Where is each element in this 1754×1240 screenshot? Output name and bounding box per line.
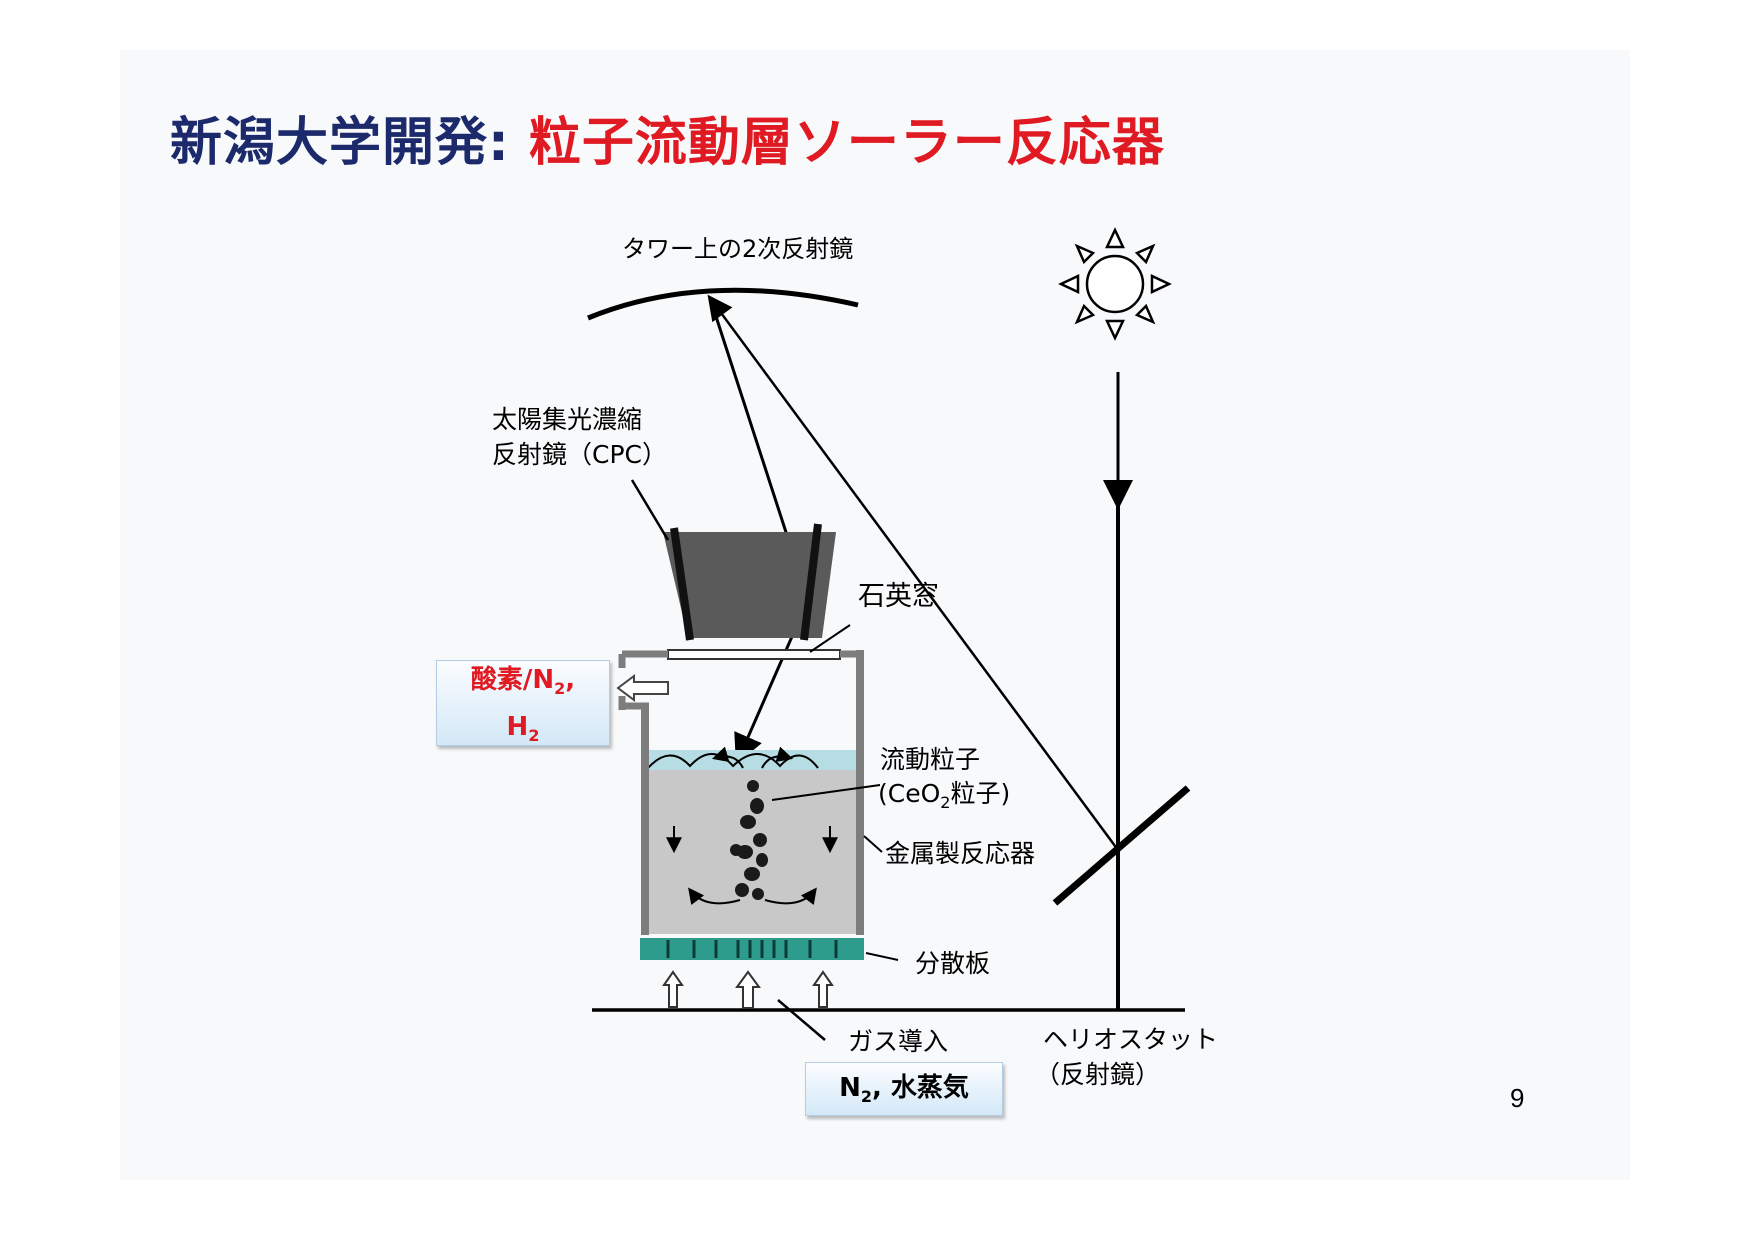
reactor-body	[645, 752, 860, 934]
outlet-gas-line2: H2	[506, 712, 540, 746]
gas-inlet-label: ガス導入	[848, 1027, 948, 1056]
title-separator: :	[488, 113, 510, 173]
quartz-window-label: 石英窓	[858, 581, 939, 612]
outlet-gas-line1: 酸素/N2,	[470, 665, 576, 699]
distributor-plate	[640, 938, 864, 960]
outlet-gas-box: 酸素/N2, H2	[436, 660, 610, 746]
metal-reactor-label: 金属製反応器	[885, 839, 1035, 868]
distributor-holes	[666, 940, 838, 958]
heliostat-mirror	[1052, 785, 1191, 906]
heliostat-label-line2: （反射鏡）	[1035, 1060, 1160, 1089]
distributor-label: 分散板	[915, 949, 990, 978]
cpc-wall-left	[670, 527, 694, 641]
quartz-window-leader	[809, 624, 851, 653]
cpc-mirror	[663, 532, 836, 638]
fluid-particles-label-line1: 流動粒子	[880, 745, 980, 774]
cpc-wall-right	[800, 523, 822, 641]
gas-inlet-arrows	[662, 970, 834, 1009]
cpc-label-line1: 太陽集光濃縮	[492, 405, 642, 434]
secondary-mirror	[587, 287, 859, 321]
reactor-bed-surface	[645, 750, 860, 770]
title-lead: 新潟大学開発	[170, 113, 489, 173]
title-highlight: 粒子流動層ソーラー反応器	[528, 113, 1165, 173]
distributor-leader	[865, 952, 899, 961]
cpc-label-line2: 反射鏡（CPC）	[492, 440, 667, 469]
fluid-particles-label-line2: (CeO2粒子)	[878, 779, 1010, 812]
outlet-arrow-icon	[616, 674, 669, 702]
heliostat-label-line1: ヘリオスタット	[1043, 1025, 1218, 1054]
inlet-gas-box: N2, 水蒸気	[805, 1062, 1003, 1116]
page-number: 9	[1510, 1083, 1525, 1113]
circulation-arrows	[666, 746, 838, 906]
cpc-leader	[630, 479, 670, 541]
gas-inlet-leader	[777, 999, 826, 1041]
quartz-window	[667, 649, 841, 660]
metal-reactor-leader	[863, 835, 883, 853]
sun-icon	[1058, 227, 1172, 341]
secondary-mirror-label: タワー上の2次反射鏡	[622, 235, 853, 263]
ceria-particles	[730, 780, 768, 900]
reflected-ray	[707, 294, 1120, 851]
fluid-particles-leader	[771, 784, 881, 801]
slide-background	[120, 50, 1630, 1180]
slide-title: 新潟大学開発: 粒子流動層ソーラー反応器	[170, 112, 1165, 174]
